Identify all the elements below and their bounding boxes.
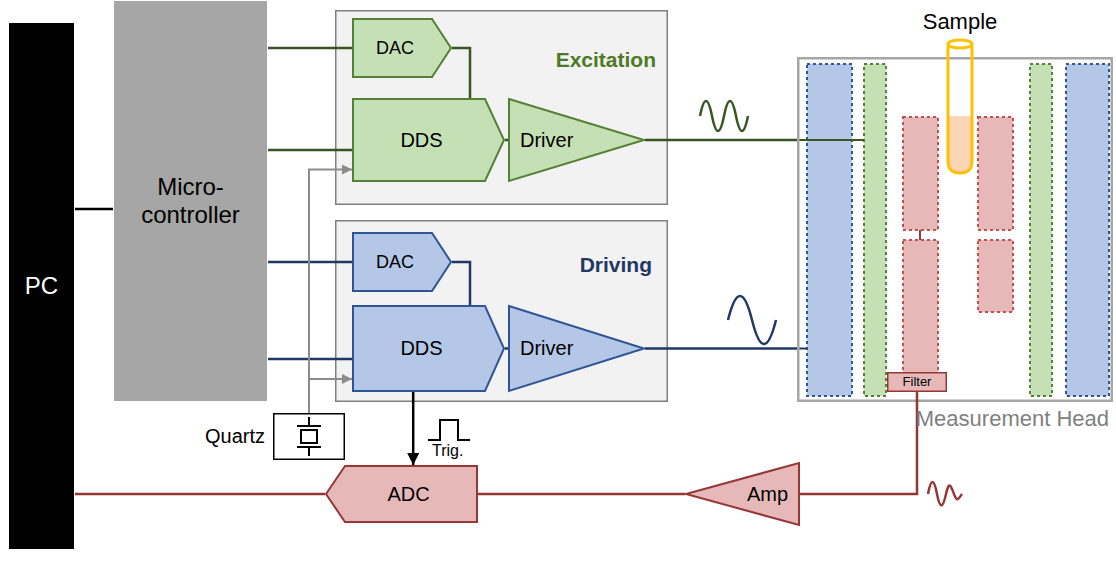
- computer-bar: PC: [8, 22, 75, 550]
- measurement-head-outline: [797, 57, 1113, 402]
- quartz-oscillator-part: [308, 417, 310, 425]
- excitation-wave: [700, 101, 748, 131]
- dds-block: DDS: [352, 305, 505, 392]
- pickup-coil: [978, 117, 1013, 230]
- node-label: DAC: [376, 252, 414, 273]
- group-box: Excitation DAC DDS Driver: [335, 10, 668, 205]
- connector-line: [268, 149, 352, 152]
- coil-wire: [919, 230, 921, 240]
- sample-tube-part: [948, 46, 972, 173]
- connector-line: [478, 493, 685, 496]
- quartz-oscillator: Quartz: [273, 413, 345, 460]
- dds-block-part: [353, 99, 504, 181]
- connector-line: [645, 347, 797, 350]
- group-box-outline: [335, 220, 668, 402]
- coils: [807, 64, 1109, 396]
- driving-coil: [1066, 64, 1109, 396]
- excitation-coil: [864, 64, 886, 396]
- quartz-oscillator-outline: [273, 413, 345, 460]
- measurement-head: Measurement HeadSampleFilter: [797, 57, 1113, 402]
- group-box: Driving DAC DDS Driver: [335, 220, 668, 402]
- dac-block-part: [353, 19, 451, 77]
- quartz-oscillator-part: [297, 425, 321, 427]
- filter-box-part: [888, 373, 947, 392]
- node-label: DDS: [400, 129, 442, 152]
- sample-tube-part: [948, 116, 972, 173]
- pickup-coil: [978, 240, 1013, 312]
- connector-line: [452, 262, 470, 305]
- connector-line: [452, 48, 470, 98]
- driving-coil: [807, 64, 852, 396]
- group-box-part: [336, 221, 668, 402]
- measurement-head-part: [798, 58, 1112, 401]
- pickup-coil: [903, 117, 938, 230]
- amplifier-part: [686, 463, 799, 525]
- heading: Sample: [923, 9, 998, 34]
- connector-line: [412, 392, 415, 465]
- dac-block-part: [353, 233, 451, 291]
- node-label: Amp: [747, 483, 788, 506]
- node-label: Filter: [903, 375, 932, 390]
- connector-line: [800, 392, 917, 494]
- node-label: Micro-controller: [121, 173, 260, 228]
- connector-line: [309, 379, 352, 413]
- coil-wire: [797, 139, 864, 141]
- node-label: Driver: [520, 129, 573, 152]
- quartz-oscillator-part: [297, 446, 321, 448]
- group-box-part: [336, 11, 668, 205]
- heading: Driving: [580, 253, 652, 277]
- connector-line: [75, 208, 113, 211]
- node-label: DAC: [376, 38, 414, 59]
- driving-wave: [728, 296, 776, 344]
- heading: Quartz: [205, 425, 265, 448]
- connector-line: [645, 139, 797, 142]
- quartz-oscillator-part: [274, 414, 345, 460]
- adc-block: ADC: [325, 465, 478, 523]
- node-label: ADC: [387, 483, 429, 506]
- heading: Measurement Head: [889, 406, 1109, 431]
- dac-block: DAC: [352, 232, 452, 292]
- driver-amplifier-part: [509, 99, 644, 181]
- excitation-coil: [1030, 64, 1052, 396]
- driver-amplifier: Driver: [508, 98, 645, 182]
- pickup-coil: [903, 240, 938, 375]
- computer-bar-part: [9, 23, 74, 549]
- trigger-pulse: [428, 420, 470, 440]
- connector-line: [268, 47, 352, 50]
- quartz-oscillator-part: [301, 430, 317, 443]
- signal-wave: [928, 482, 962, 505]
- connector-line: [75, 493, 325, 496]
- node-label: Driver: [520, 337, 573, 360]
- amplifier: Amp: [685, 462, 800, 526]
- connector-line: [309, 169, 352, 413]
- dds-block-part: [353, 306, 504, 391]
- microcontroller-box: Micro-controller: [113, 0, 268, 402]
- driver-amplifier-part: [509, 306, 644, 391]
- dds-block: DDS: [352, 98, 505, 182]
- heading: Excitation: [556, 48, 656, 72]
- trigger-label: Trig.: [432, 442, 463, 460]
- sample-tube: Sample: [945, 38, 975, 175]
- connector-line: [505, 139, 508, 142]
- quartz-oscillator-part: [308, 448, 310, 456]
- sample-tube-outline: [945, 38, 975, 175]
- connector-line: [505, 347, 508, 350]
- microcontroller-box-part: [114, 1, 267, 401]
- dac-block: DAC: [352, 18, 452, 78]
- coil-wire: [797, 348, 807, 350]
- node-label: DDS: [400, 337, 442, 360]
- adc-block-part: [326, 466, 477, 522]
- driver-amplifier: Driver: [508, 305, 645, 392]
- node-label: PC: [25, 272, 58, 300]
- filter-box: Filter: [887, 372, 947, 392]
- sample-tube-part: [948, 40, 972, 48]
